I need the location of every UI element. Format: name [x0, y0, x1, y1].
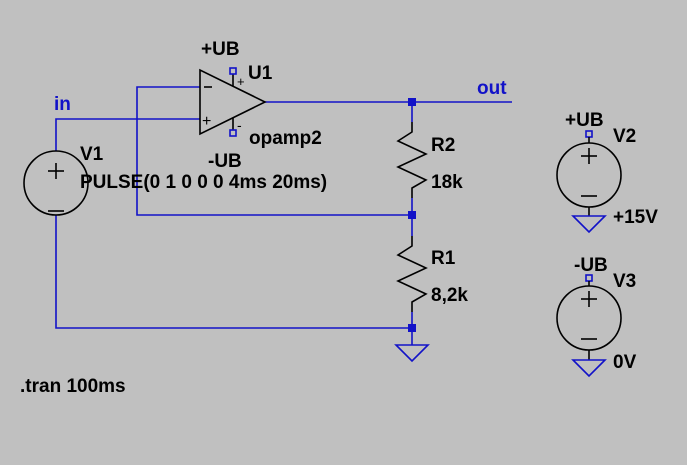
- source-v2-value: +15V: [613, 207, 658, 228]
- junction-mid: [408, 211, 416, 219]
- source-v2[interactable]: [556, 130, 622, 216]
- opamp-pos-pin-plus: +: [237, 74, 245, 89]
- resistor-r1-zigzag: [396, 236, 428, 312]
- source-v2-terminal[interactable]: [585, 130, 593, 138]
- source-v3-ref: V3: [613, 271, 636, 292]
- junction-gnd: [408, 324, 416, 332]
- source-v3-value: 0V: [613, 352, 637, 373]
- wire-input[interactable]: [55, 118, 200, 151]
- resistor-r1-value: 8,2k: [431, 285, 468, 306]
- resistor-r2-zigzag: [396, 122, 428, 198]
- net-label-in: in: [54, 94, 71, 115]
- opamp-ref: U1: [248, 63, 273, 84]
- wires: [55, 86, 512, 345]
- opamp-pos-supply-terminal[interactable]: [229, 67, 237, 75]
- resistor-r2[interactable]: [396, 122, 428, 198]
- resistor-r2-ref: R2: [431, 135, 455, 156]
- junction-out: [408, 98, 416, 106]
- wire-feedback[interactable]: [136, 86, 412, 216]
- ground-icon-v3: [571, 359, 607, 378]
- opamp-model: opamp2: [249, 128, 322, 149]
- source-v2-ref: V2: [613, 126, 636, 147]
- ground-icon-v2: [571, 215, 607, 234]
- net-label-out: out: [477, 78, 507, 99]
- source-v1-body: [23, 150, 89, 216]
- resistor-r1[interactable]: [396, 236, 428, 312]
- resistor-r2-value: 18k: [431, 172, 463, 193]
- opamp-neg-pin-minus: -: [237, 117, 242, 133]
- junctions: [408, 98, 416, 332]
- opamp-pos-supply-label: +UB: [201, 39, 240, 60]
- resistor-r1-ref: R1: [431, 248, 456, 269]
- source-v2-net: +UB: [565, 110, 604, 131]
- source-v1-ref: V1: [80, 144, 104, 165]
- spice-directive[interactable]: .tran 100ms: [20, 376, 126, 397]
- source-v3[interactable]: [556, 274, 622, 360]
- ground-icon-main: [394, 344, 430, 363]
- wire-ground-return[interactable]: [55, 215, 412, 329]
- source-v3-net: -UB: [574, 255, 608, 276]
- opamp-neg-supply-terminal[interactable]: [229, 129, 237, 137]
- opamp-neg-supply-label: -UB: [208, 151, 242, 172]
- opamp-u1[interactable]: [199, 67, 267, 137]
- source-v1-value: PULSE(0 1 0 0 0 4ms 20ms): [80, 172, 327, 193]
- opamp-plus-sign: +: [202, 113, 211, 130]
- source-v1[interactable]: [23, 150, 89, 216]
